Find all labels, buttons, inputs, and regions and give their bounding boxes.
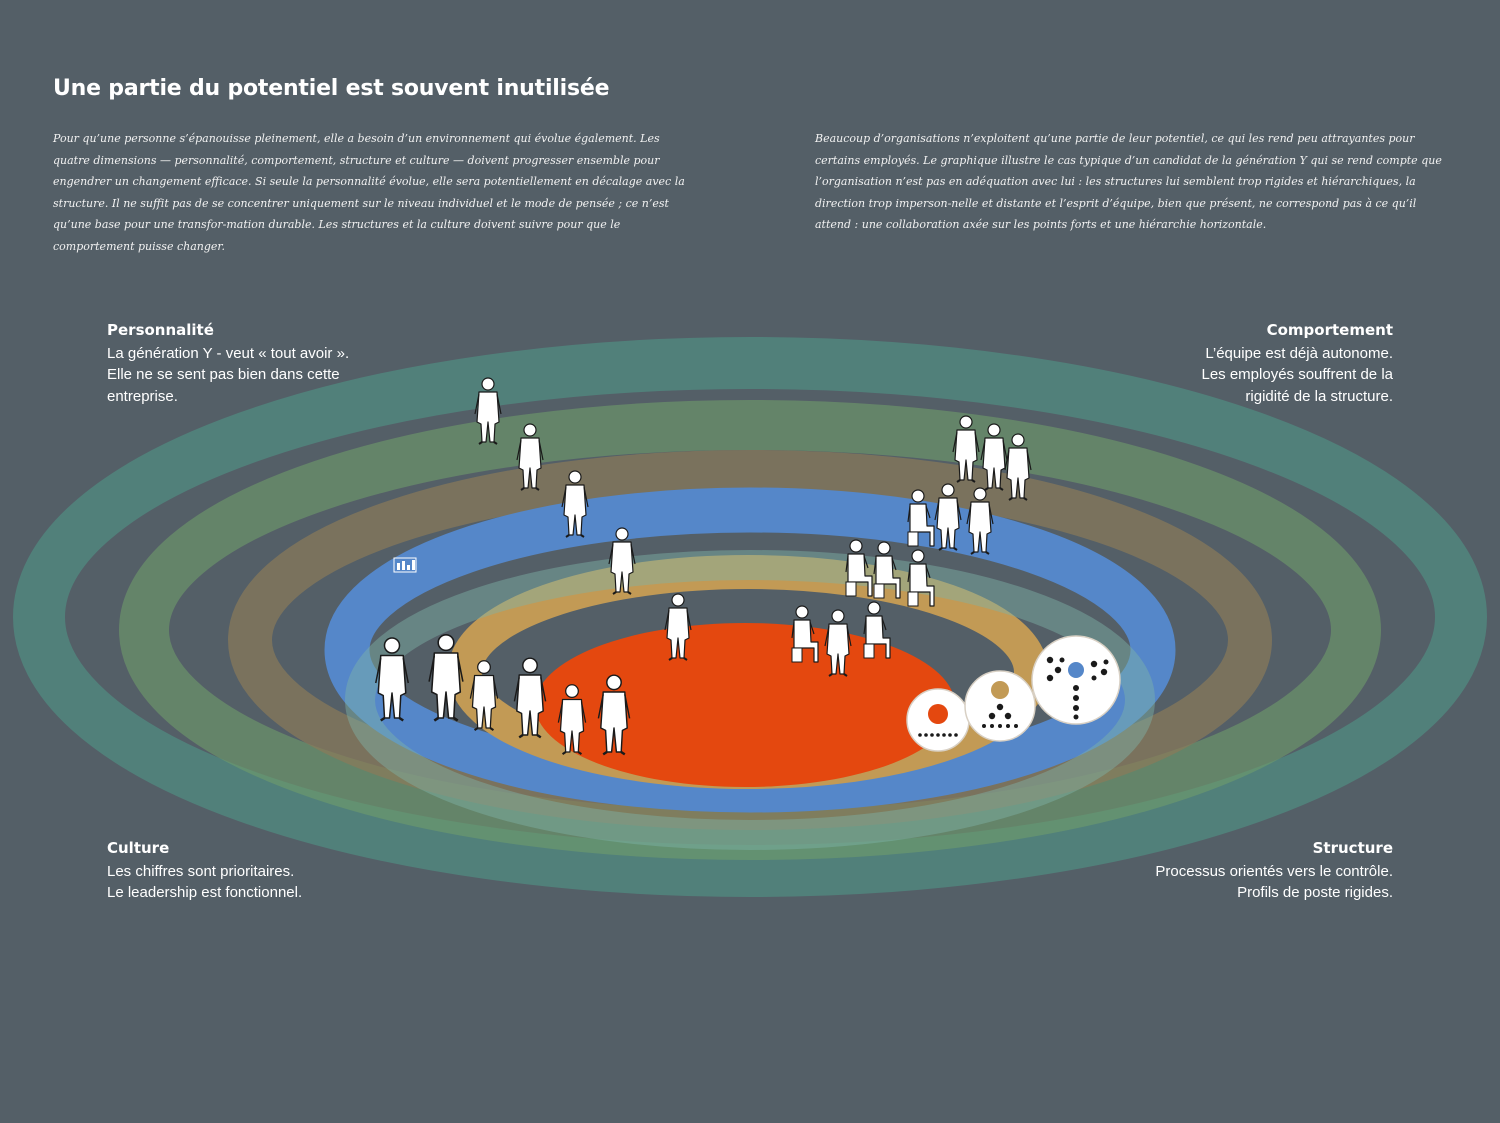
quadrant-heading: Personnalité [107, 321, 214, 339]
quadrant-line: La génération Y - veut « tout avoir ». [107, 344, 350, 362]
quadrant-comportement: Comportement L’équipe est déjà autonome.… [1201, 320, 1393, 407]
quadrant-structure: Structure Processus orientés vers le con… [1155, 838, 1393, 904]
quadrant-heading: Culture [107, 839, 170, 857]
bar-chart-icon [393, 557, 417, 573]
quadrant-line: Elle ne se sent pas bien dans cette [107, 366, 340, 383]
quadrant-line: Processus orientés vers le contrôle. [1155, 862, 1393, 880]
quadrant-heading: Structure [1312, 839, 1393, 857]
ring-blue [324, 487, 1176, 813]
ring-glow [345, 550, 1155, 850]
ring-outer-teal [13, 337, 1487, 897]
quadrant-personnalite: Personnalité La génération Y - veut « to… [107, 320, 349, 407]
network-dots-blue-icon [1031, 635, 1121, 725]
quadrant-culture: Culture Les chiffres sont prioritaires. … [107, 838, 302, 904]
page-title: Une partie du potentiel est souvent inut… [53, 76, 610, 101]
quadrant-heading: Comportement [1266, 321, 1393, 339]
core-ellipse [535, 623, 955, 787]
quadrant-line: Le leadership est fonctionnel. [107, 884, 303, 901]
ring-outer-green [119, 400, 1381, 860]
quadrant-line: rigidité de la structure. [1245, 387, 1393, 405]
quadrant-line: entreprise. [107, 387, 178, 405]
hierarchy-dots-orange-icon [906, 688, 970, 752]
quadrant-line: Les chiffres sont prioritaires. [107, 862, 295, 880]
pyramid-dots-tan-icon [964, 670, 1036, 742]
intro-text-right: Beaucoup d’organisations n’exploitent qu… [815, 132, 1442, 232]
intro-text-left: Pour qu’une personne s’épanouisse pleine… [53, 132, 685, 253]
quadrant-line: L’équipe est déjà autonome. [1205, 344, 1393, 362]
quadrant-line: Profils de poste rigides. [1237, 884, 1393, 901]
quadrant-line: Les employés souffrent de la [1201, 366, 1393, 383]
